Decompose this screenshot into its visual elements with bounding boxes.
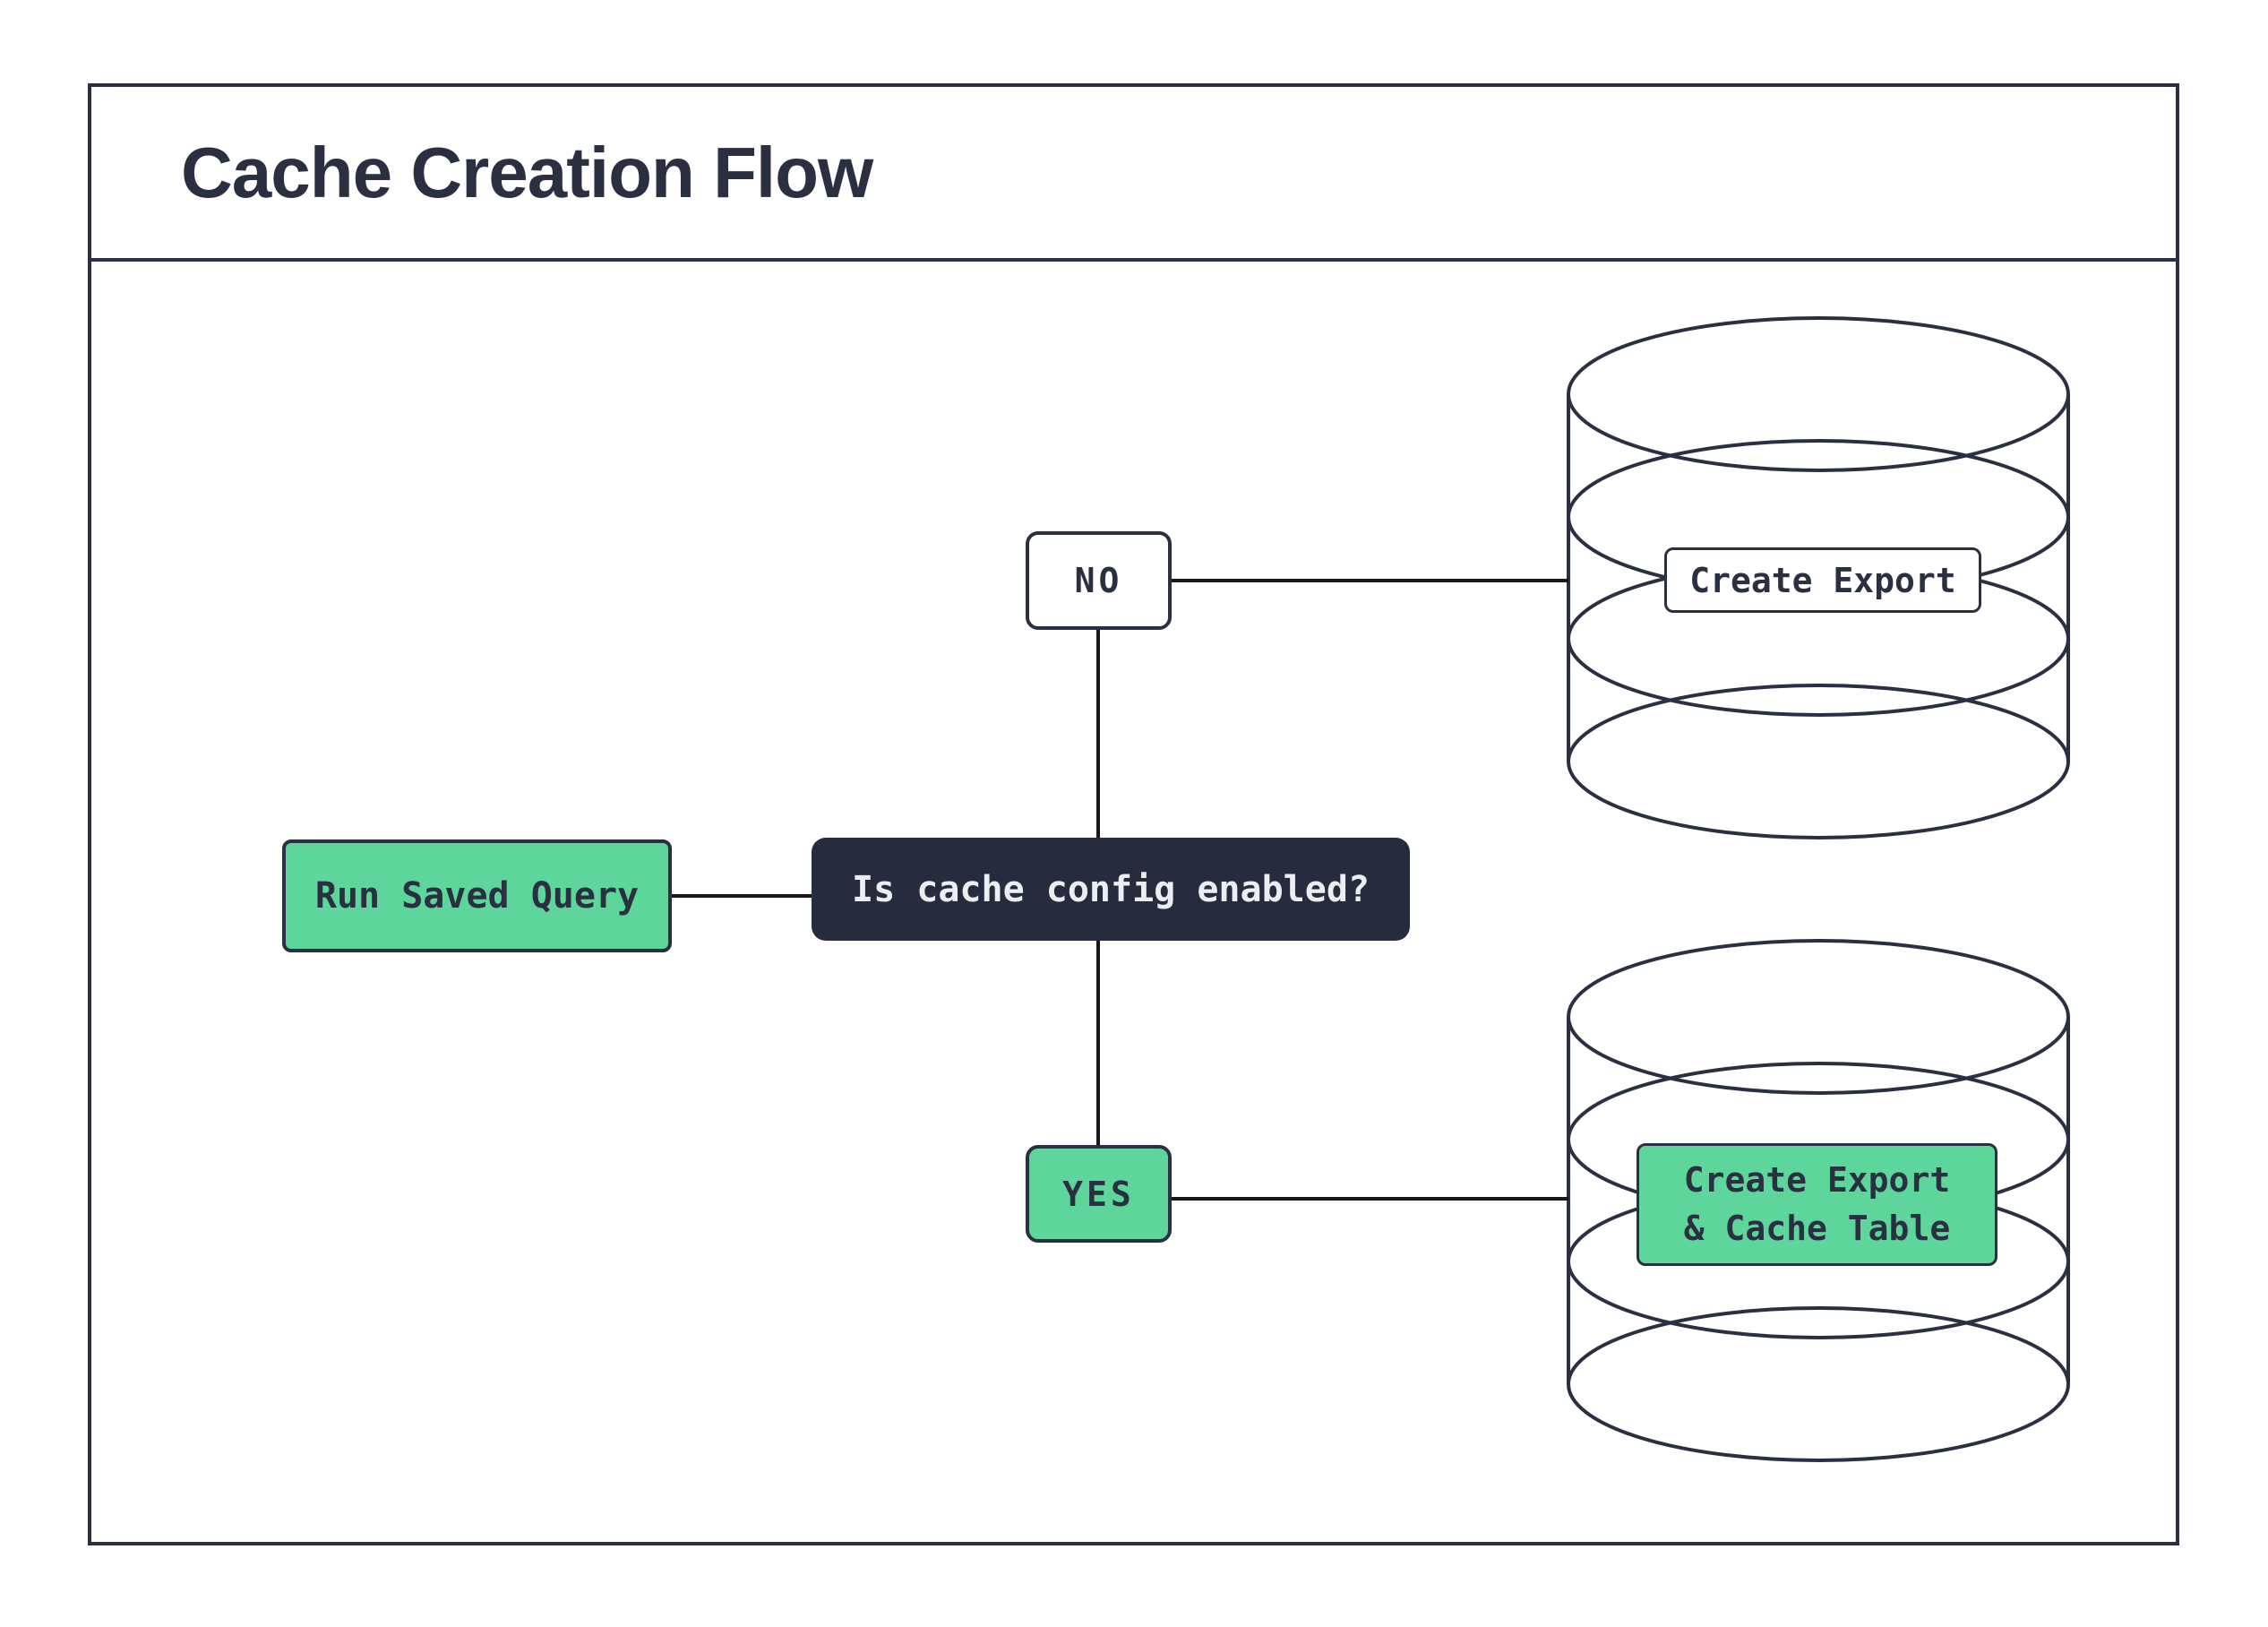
diagram-header: Cache Creation Flow: [91, 87, 2176, 262]
node-branch-yes-label: YES: [1062, 1174, 1135, 1214]
node-branch-yes: YES: [1026, 1145, 1172, 1243]
node-create-export-cache-line1: Create Export: [1683, 1159, 1951, 1200]
node-branch-no: NO: [1026, 531, 1172, 630]
node-create-export-label: Create Export: [1689, 560, 1956, 600]
node-create-export-cache-table: Create Export & Cache Table: [1637, 1143, 1997, 1266]
node-decision-label: Is cache config enabled?: [852, 868, 1370, 910]
node-create-export-cache-line2: & Cache Table: [1683, 1208, 1951, 1248]
cylinder-disk: [1567, 316, 2070, 472]
cylinder-disk: [1567, 939, 2070, 1095]
node-run-saved-query-label: Run Saved Query: [314, 875, 640, 917]
cylinder-disk: [1567, 684, 2070, 839]
node-run-saved-query: Run Saved Query: [282, 839, 672, 952]
node-create-export: Create Export: [1664, 547, 1981, 613]
page-title: Cache Creation Flow: [181, 132, 873, 212]
cylinder-disk: [1567, 1306, 2070, 1462]
node-decision-cache-config: Is cache config enabled?: [812, 838, 1410, 941]
diagram-frame: Cache Creation Flow: [88, 83, 2179, 1545]
node-branch-no-label: NO: [1074, 561, 1123, 600]
